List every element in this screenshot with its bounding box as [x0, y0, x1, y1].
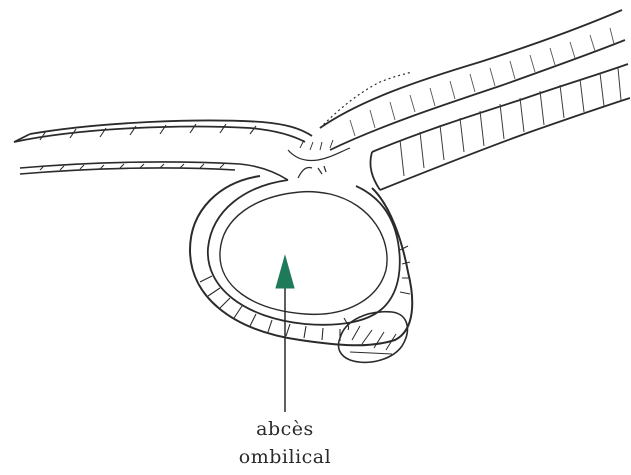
abscess-pointer-arrow: [276, 256, 294, 412]
abdominal-wall-left-lower: [20, 162, 288, 180]
arrow-head: [276, 256, 294, 288]
abdominal-wall-left-upper: [14, 121, 312, 143]
abdominal-wall-right: [320, 10, 630, 190]
caption-abces: abcès: [200, 418, 370, 440]
caption-ombilical: ombilical: [200, 446, 370, 468]
sac-bulge: [338, 312, 407, 363]
abscess-sac: [190, 176, 412, 345]
